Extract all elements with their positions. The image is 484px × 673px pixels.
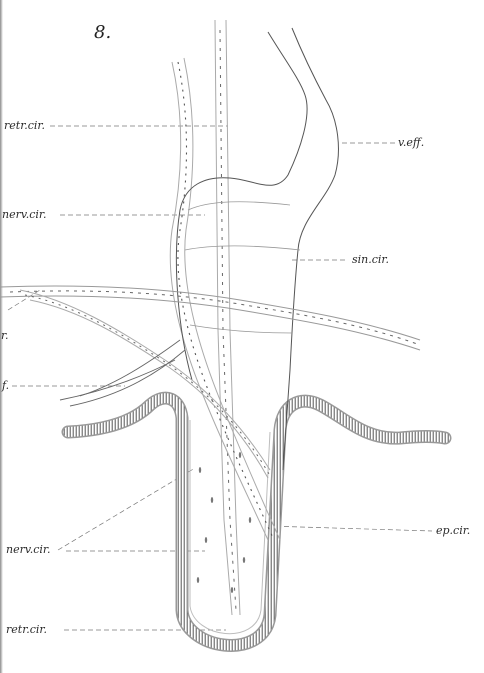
leader-r [8,290,40,310]
label-ep-cir: ep.cir. [436,525,470,536]
sinus-chord-3 [190,325,292,333]
leader-nerv-cir-bottom-a [58,468,195,550]
label-retr-cir-bottom: retr.cir. [6,624,47,635]
epithelium [68,398,445,645]
tract-nuclei [220,30,236,610]
label-nerv-cir-top: nerv.cir. [2,209,46,220]
label-nerv-cir-bottom: nerv.cir. [6,544,50,555]
tv-lower-edge-a [20,290,270,470]
transverse-vessel-lower [20,290,270,478]
central-tract [215,20,240,615]
label-r: r. [1,330,9,341]
label-f: f. [2,380,9,391]
label-sin-cir: sin.cir. [352,254,389,265]
label-v-eff: v.eff. [398,137,424,148]
sinus-chord-2 [185,246,300,250]
leader-ep-cir [268,526,432,531]
tract-edge-right [226,20,240,615]
sinus-chord-1 [188,202,290,210]
tv-upper-edge-b [0,296,420,350]
epithelium-cilia-band [68,398,445,645]
transverse-vessel-upper [0,286,420,350]
tv-lower-nuclei [25,295,269,474]
fibre-3 [80,340,180,396]
tv-upper-nuclei [10,291,420,345]
label-retr-cir-top: retr.cir. [4,120,45,131]
